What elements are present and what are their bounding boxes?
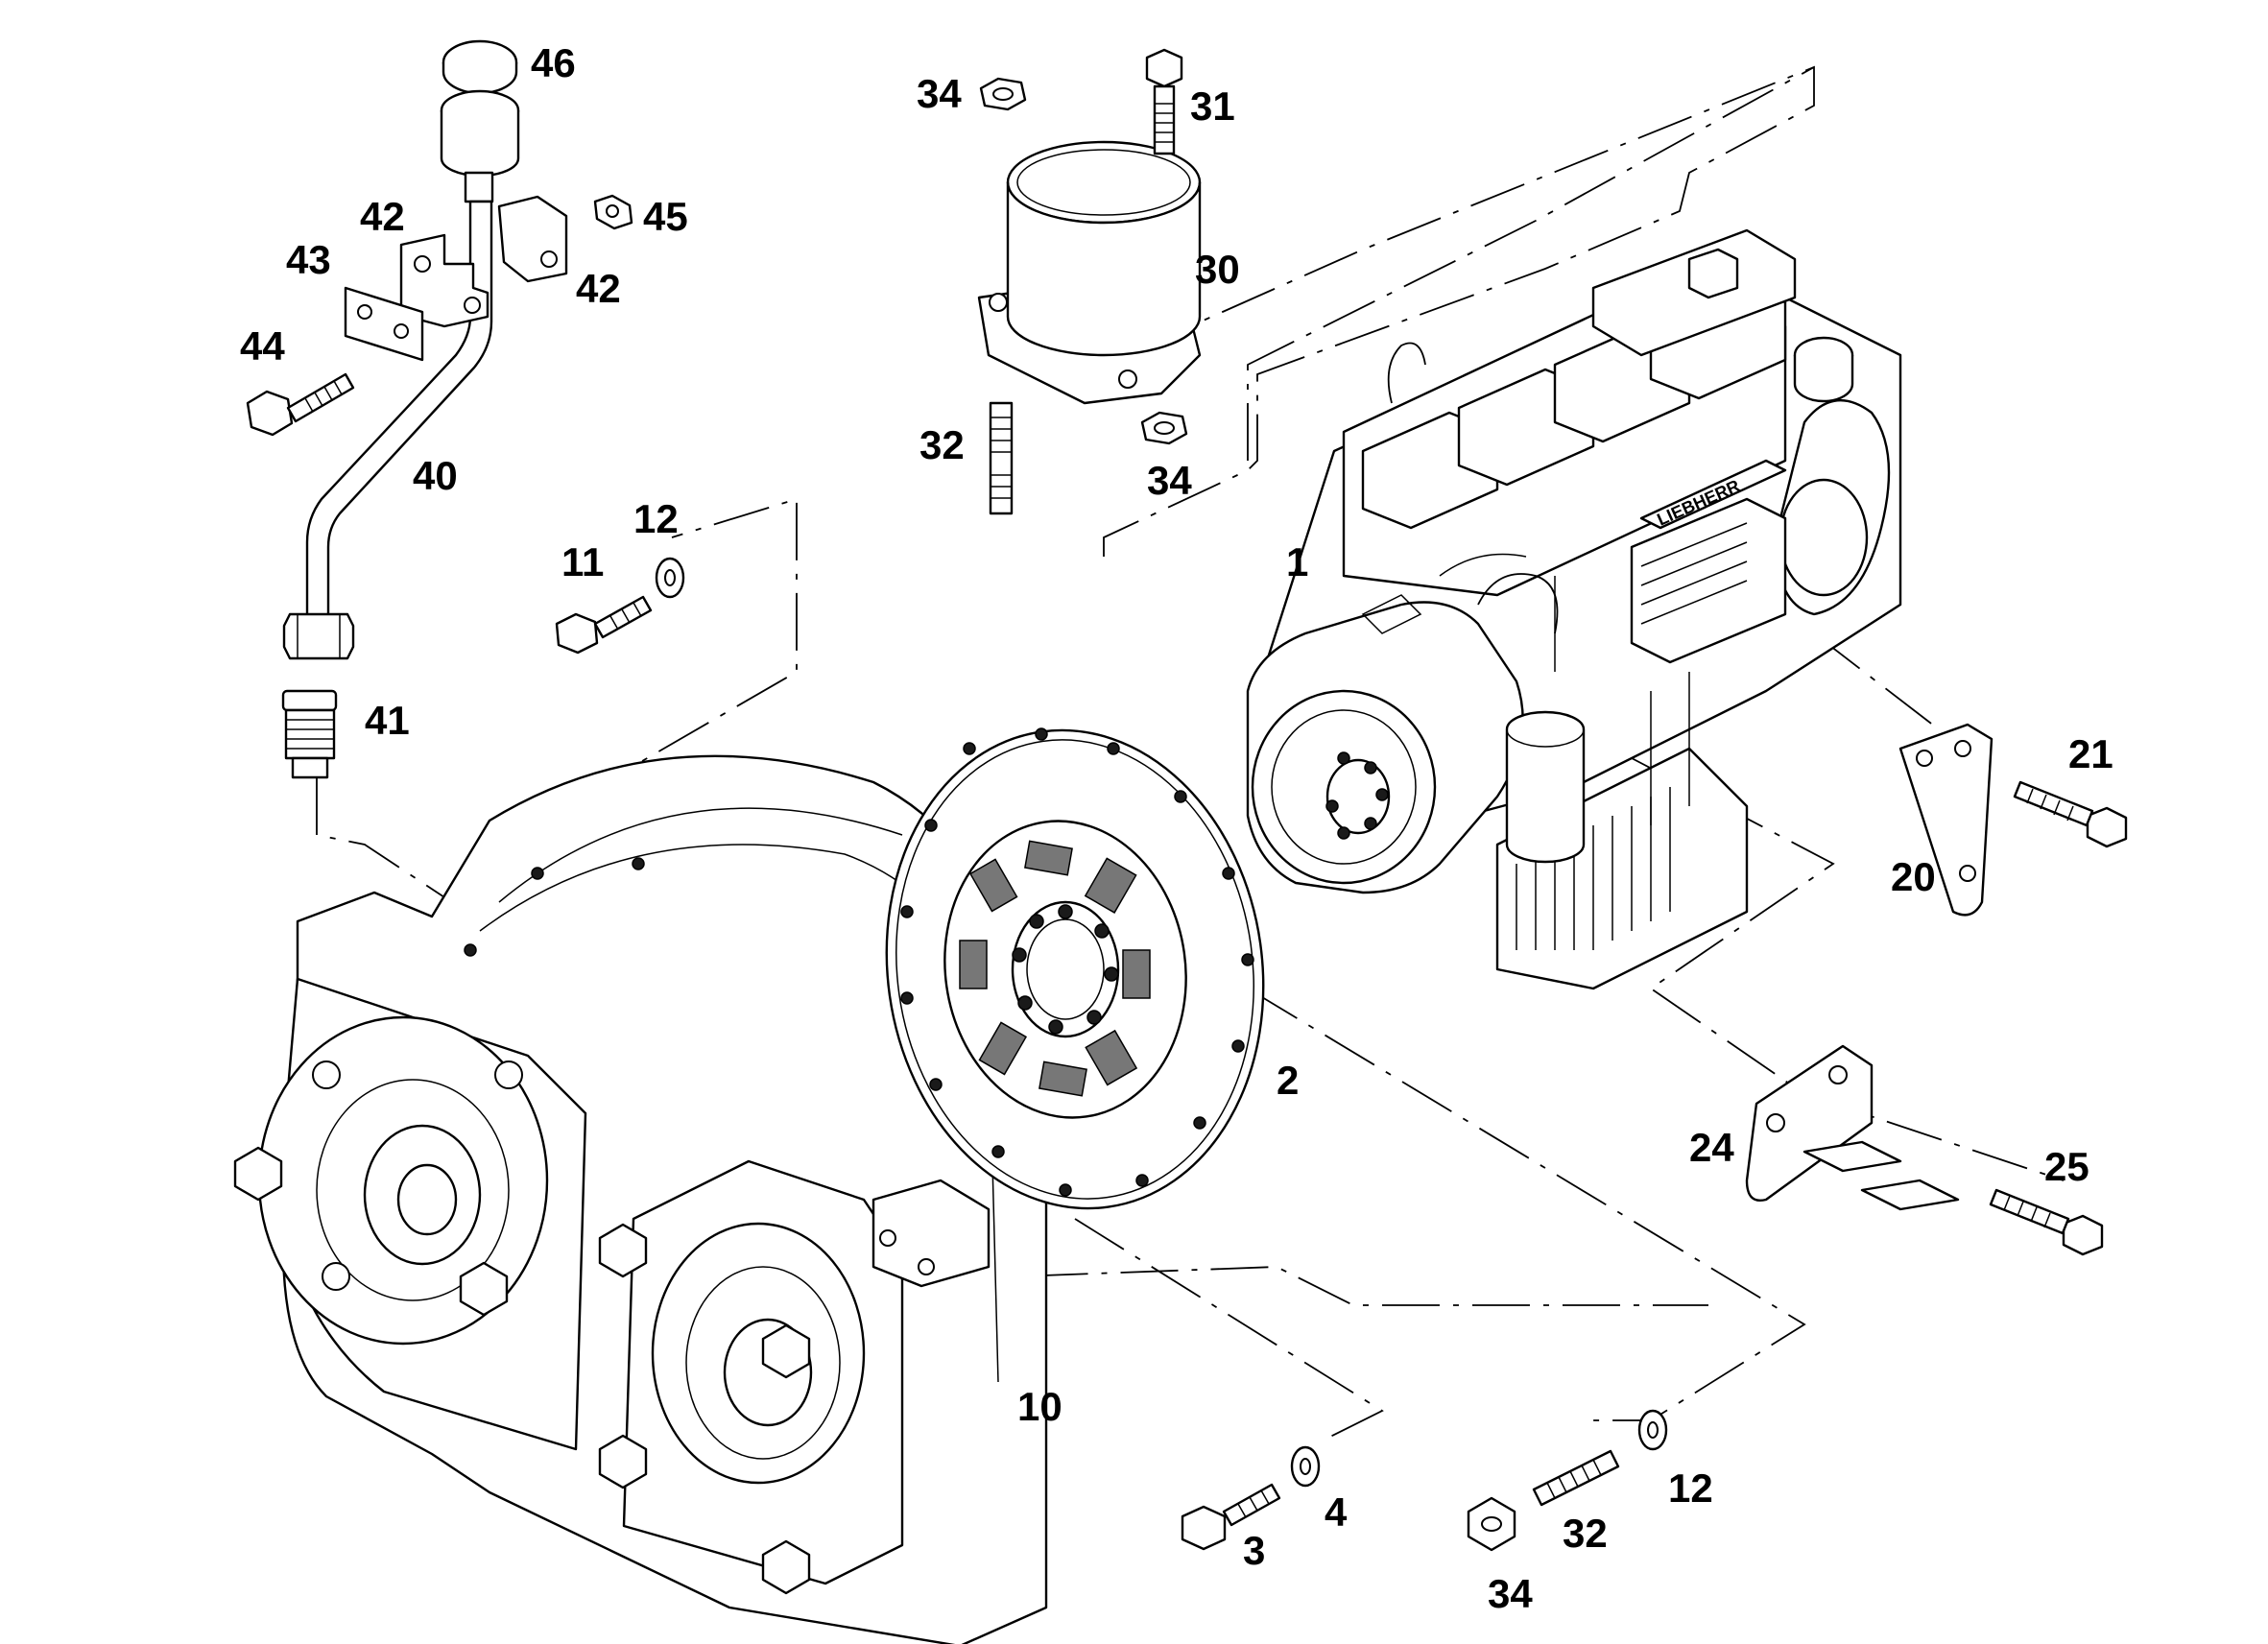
- callout-3: 3: [1243, 1528, 1265, 1573]
- callout-30: 30: [1195, 247, 1240, 292]
- callout-34c: 34: [1488, 1571, 1533, 1616]
- part-30-flange-pipe: [977, 140, 1202, 405]
- callout-2: 2: [1277, 1058, 1299, 1103]
- callout-31: 31: [1190, 83, 1235, 129]
- part-12-washer-bottom: [1637, 1409, 1668, 1451]
- part-32-stud: [989, 401, 1014, 515]
- disc-rubber-elements: [959, 840, 1151, 1097]
- callout-21: 21: [2068, 731, 2113, 776]
- part-21-bolt: [2013, 780, 2128, 848]
- callout-4: 4: [1325, 1489, 1348, 1535]
- callout-40: 40: [413, 453, 458, 498]
- callout-32a: 32: [919, 422, 965, 467]
- part-41-adaptor: [281, 689, 338, 779]
- callout-44: 44: [240, 323, 285, 369]
- part-25-bolt: [1989, 1188, 2104, 1256]
- callout-34a: 34: [917, 71, 962, 116]
- callout-43: 43: [286, 237, 331, 282]
- disc-bolt-holes: [900, 727, 1254, 1197]
- part-44-bolt: [246, 372, 355, 437]
- part-34-nut-right: [1140, 411, 1188, 445]
- part-12-washer: [655, 557, 685, 599]
- callout-25: 25: [2044, 1144, 2089, 1189]
- part-45-nut: [593, 194, 633, 230]
- callout-12b: 12: [1668, 1465, 1713, 1511]
- callout-labels: 46 45 42 42 43 44 40 41 11 12 34 31 30 3…: [240, 40, 2113, 1616]
- part-3-bolt: [1181, 1483, 1281, 1551]
- callout-46: 46: [531, 40, 576, 85]
- part-4-washer: [1290, 1445, 1321, 1488]
- callout-10: 10: [1017, 1384, 1062, 1429]
- callout-20: 20: [1891, 854, 1936, 899]
- part-10-flywheel-housing: [233, 754, 1048, 1644]
- callout-1: 1: [1286, 539, 1308, 584]
- part-34-nut-top: [979, 77, 1027, 111]
- part-11-bolt: [555, 595, 653, 655]
- callout-42b: 42: [576, 266, 621, 311]
- part-32-stud-bottom: [1532, 1449, 1620, 1507]
- part-2-coupling-disc: [885, 727, 1265, 1210]
- part-46-cap: [442, 39, 518, 95]
- part-20-bracket: [1898, 723, 1993, 917]
- part-43-plate: [344, 286, 424, 362]
- part-34-nut-bottom: [1467, 1496, 1516, 1552]
- part-40-dipstick-tube: [282, 89, 520, 660]
- callout-45: 45: [643, 194, 688, 239]
- callout-24: 24: [1689, 1125, 1734, 1170]
- callout-42a: 42: [360, 194, 405, 239]
- part-24-bracket: [1745, 1044, 1960, 1211]
- callout-11: 11: [561, 539, 604, 584]
- assembly-lines: [316, 65, 2065, 1441]
- callout-12a: 12: [633, 496, 679, 541]
- engine-flywheel-bolts: [1325, 751, 1389, 840]
- callout-34b: 34: [1147, 458, 1192, 503]
- callout-41: 41: [365, 698, 410, 743]
- housing-nuts: [233, 1146, 811, 1595]
- callout-32b: 32: [1563, 1511, 1608, 1556]
- part-1-engine: LIEBHERR: [1246, 228, 1902, 990]
- disc-hub-holes: [1012, 904, 1119, 1035]
- part-31-bolt: [1145, 48, 1183, 155]
